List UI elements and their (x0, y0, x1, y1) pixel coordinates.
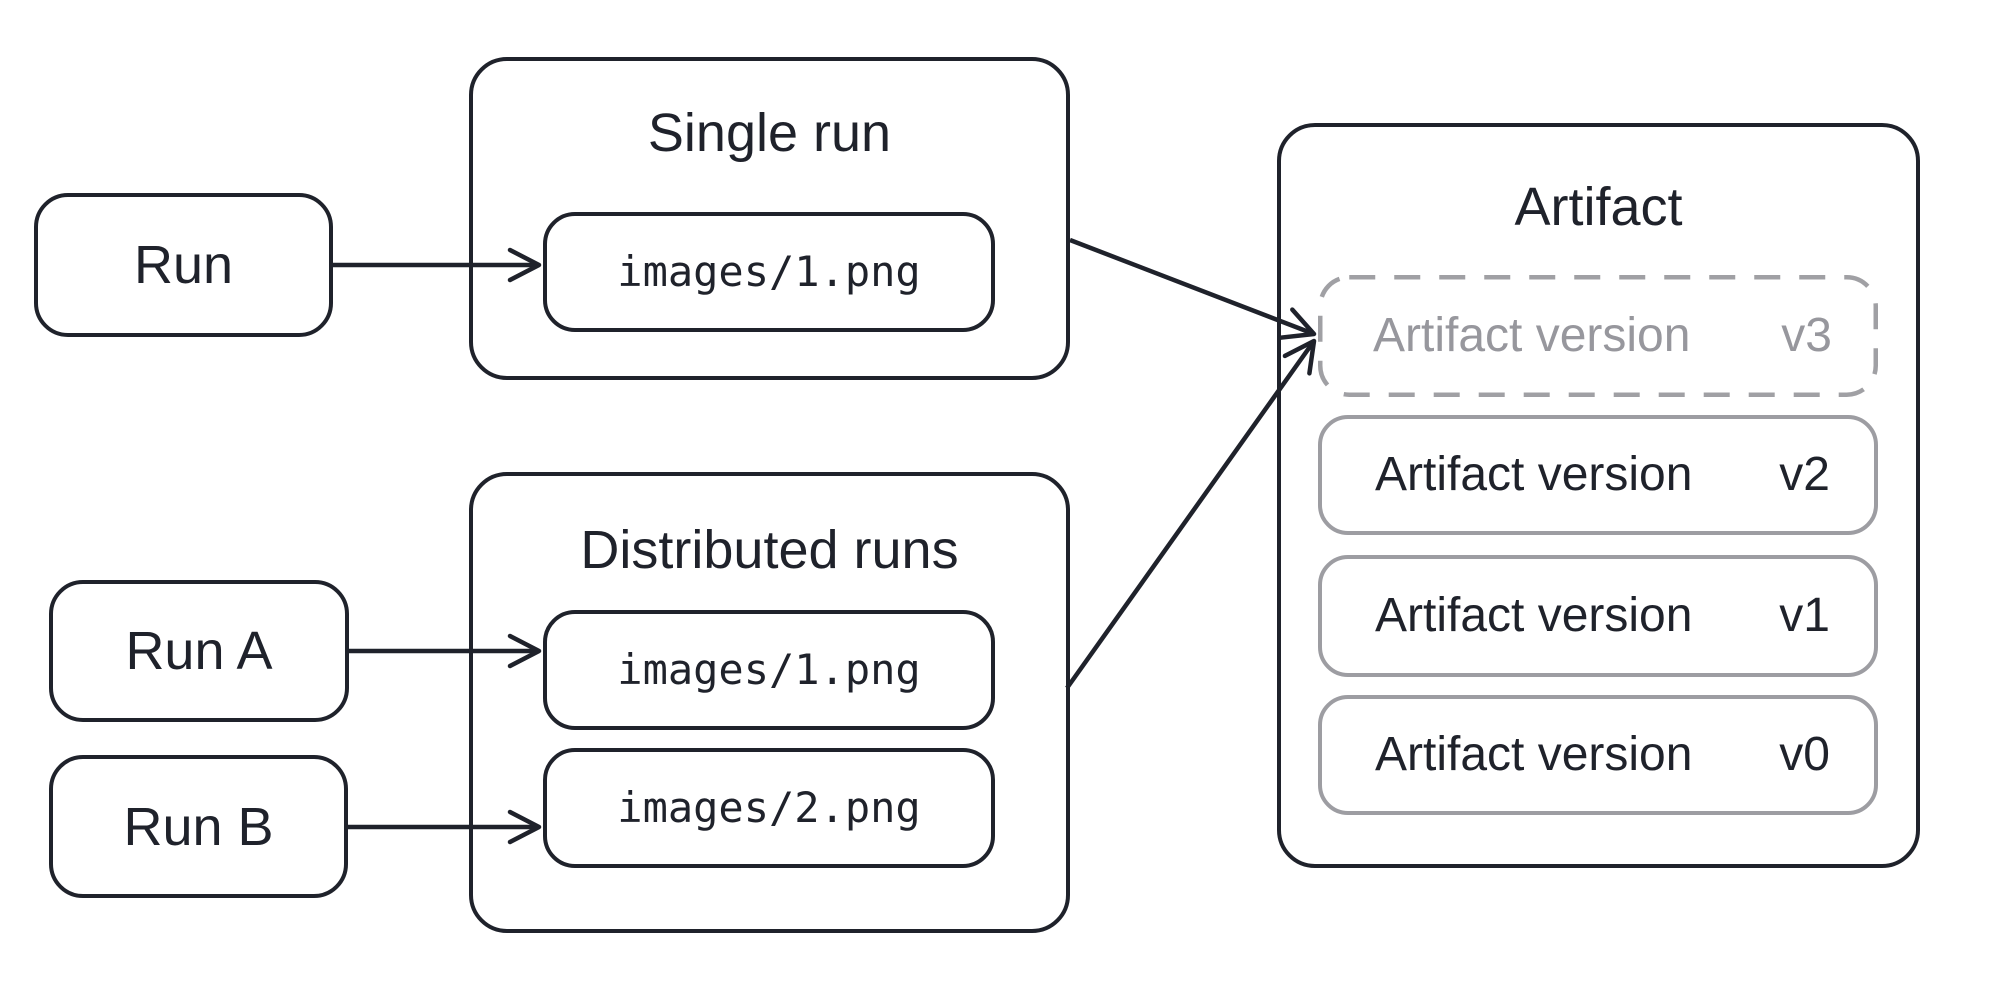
artifact-version-label: Artifact version (1375, 448, 1693, 501)
node-run-b-label: Run B (123, 796, 274, 857)
artifact-version-v1: Artifact version v1 (1318, 555, 1878, 677)
node-run-b: Run B (49, 755, 348, 898)
file-node-distributed-image-1: images/1.png (543, 610, 995, 730)
file-node-single-run-image-label: images/1.png (617, 247, 921, 296)
artifact-version-v0: Artifact version v0 (1318, 695, 1878, 815)
group-single-run-title: Single run (647, 103, 892, 163)
artifact-version-label: Artifact version (1373, 309, 1691, 362)
group-artifact-title: Artifact (1514, 177, 1683, 237)
artifact-version-tag: v2 (1779, 448, 1830, 501)
artifact-version-v3: Artifact version v3 (1318, 275, 1878, 397)
artifact-version-label: Artifact version (1375, 728, 1693, 781)
node-run-a-label: Run A (125, 621, 273, 681)
artifact-version-v2: Artifact version v2 (1318, 415, 1878, 535)
artifact-version-tag: v3 (1781, 309, 1832, 362)
node-run-a: Run A (49, 580, 349, 722)
file-node-distributed-image-2-label: images/2.png (617, 783, 921, 832)
artifact-version-label: Artifact version (1375, 589, 1693, 642)
node-run-label: Run (133, 235, 234, 295)
file-node-distributed-image-2: images/2.png (543, 748, 995, 868)
file-node-distributed-image-1-label: images/1.png (617, 645, 921, 694)
artifact-version-tag: v0 (1779, 728, 1830, 781)
group-distributed-runs-title: Distributed runs (580, 520, 959, 580)
file-node-single-run-image: images/1.png (543, 212, 995, 332)
node-run: Run (34, 193, 333, 337)
artifact-version-tag: v1 (1779, 589, 1830, 642)
